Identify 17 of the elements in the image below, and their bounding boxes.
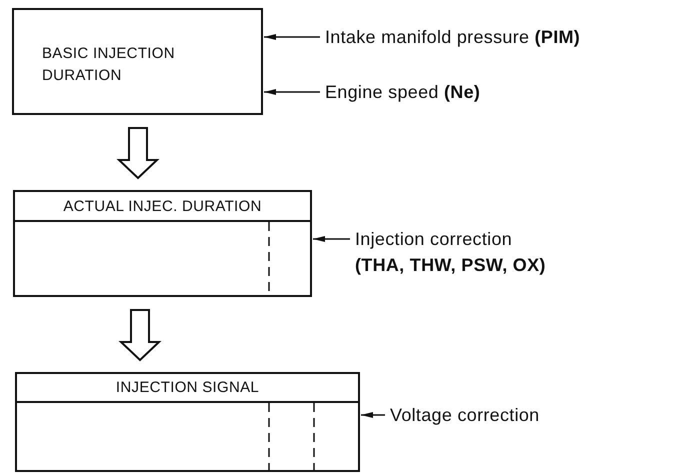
- box-heading: INJECTION SIGNAL: [116, 379, 260, 396]
- process-box: [12, 8, 263, 115]
- signal-label: Voltage correction: [390, 404, 540, 427]
- arrow: [313, 236, 350, 242]
- signal-label: Intake manifold pressure (PIM): [325, 26, 580, 49]
- arrow: [361, 412, 385, 418]
- arrow: [264, 89, 320, 95]
- arrow: [264, 34, 320, 40]
- signal-label: Injection correction: [355, 228, 514, 251]
- process-box: [15, 372, 360, 472]
- block-arrow: [118, 309, 162, 362]
- signal-label: Engine speed (Ne): [325, 81, 480, 104]
- box-label: BASIC INJECTION DURATION: [42, 44, 176, 86]
- process-box: [13, 190, 312, 297]
- signal-label: (THA, THW, PSW, OX): [355, 254, 546, 277]
- block-arrow: [116, 127, 160, 180]
- box-heading: ACTUAL INJEC. DURATION: [63, 198, 262, 214]
